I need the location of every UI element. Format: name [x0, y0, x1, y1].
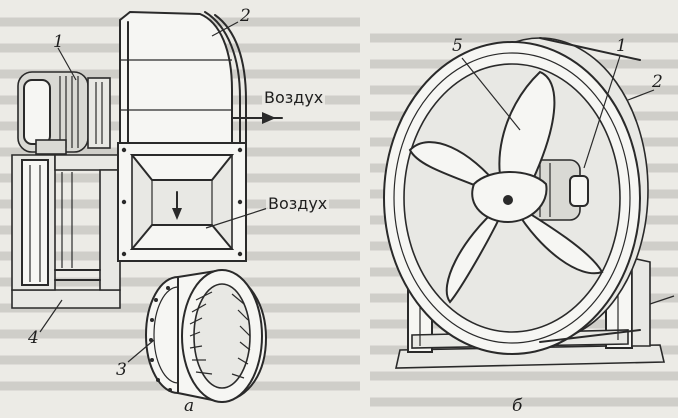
caption-a: а [184, 396, 195, 416]
label-motor-1: 1 [53, 32, 64, 52]
caption-b: б [512, 396, 523, 416]
label-impeller-3: 3 [116, 360, 127, 380]
label-housing-2: 2 [240, 6, 251, 26]
centrifugal-fan [11, 10, 283, 404]
label-air-top: Воздух [262, 88, 326, 107]
motor [17, 71, 111, 155]
leader-lines-left [39, 21, 269, 363]
label-air-middle: Воздух [266, 194, 330, 213]
inlet-flange [117, 142, 247, 262]
label-blade-5: 5 [452, 36, 463, 56]
label-ring-2: 2 [652, 72, 663, 92]
leader-lines-right [461, 55, 675, 305]
axial-fan [383, 37, 675, 369]
label-motor-1-right: 1 [616, 36, 627, 56]
fan-blades [408, 70, 604, 304]
label-frame-4: 4 [28, 328, 39, 348]
impeller-wheel [145, 268, 268, 404]
base-frame [11, 154, 121, 309]
